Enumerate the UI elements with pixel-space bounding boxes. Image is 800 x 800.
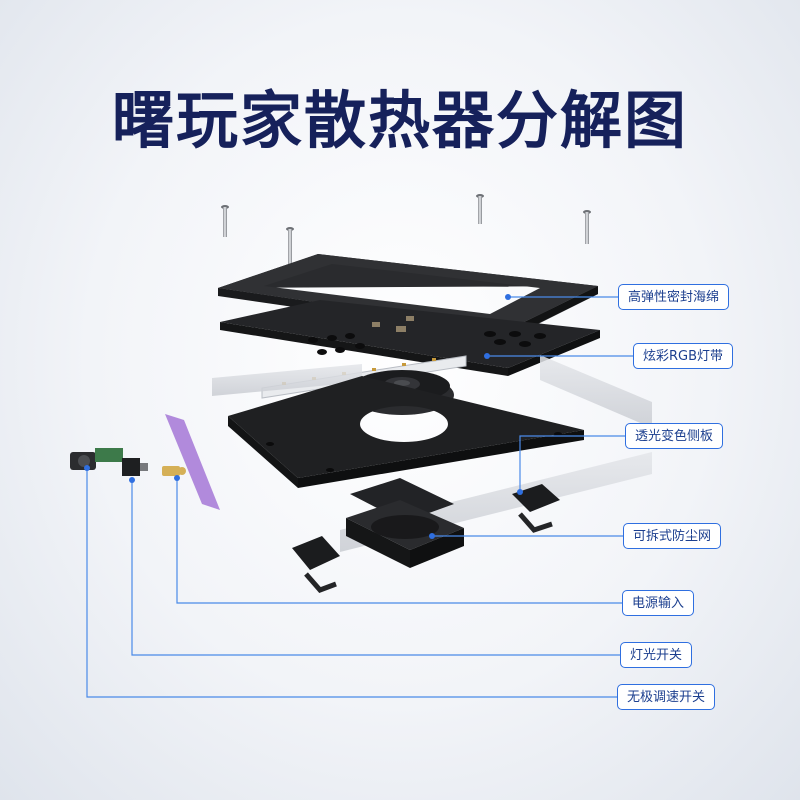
page-title: 曙玩家散热器分解图 xyxy=(111,84,688,157)
callout-speed-switch: 无极调速开关 xyxy=(617,684,716,710)
screw-icon xyxy=(221,205,229,237)
purple-side-panel xyxy=(165,414,220,510)
callout-side-panel: 透光变色侧板 xyxy=(625,423,724,449)
screws xyxy=(221,194,591,264)
leader-lines xyxy=(86,296,633,698)
screw-icon xyxy=(583,210,591,244)
corner-foot xyxy=(292,536,340,593)
base-plate xyxy=(228,376,584,488)
corner-foot xyxy=(512,484,560,533)
fan-frame xyxy=(346,500,464,568)
callout-rgb-strip: 炫彩RGB灯带 xyxy=(633,343,734,369)
acrylic-strip-left xyxy=(212,364,362,396)
acrylic-side-panel-back xyxy=(540,355,652,428)
callout-light-switch: 灯光开关 xyxy=(620,642,693,668)
callout-dust-filter: 可拆式防尘网 xyxy=(623,523,722,549)
leader-line-power xyxy=(176,478,622,604)
leader-line-speed xyxy=(86,468,617,698)
leader-dots xyxy=(84,294,523,539)
leader-line-light xyxy=(131,480,620,656)
power-jack-icon xyxy=(162,466,186,476)
callout-power-input: 电源输入 xyxy=(622,590,695,616)
leader-line-side xyxy=(519,435,625,492)
screw-icon xyxy=(286,227,294,264)
callout-sealing-gasket: 高弹性密封海绵 xyxy=(618,284,730,310)
light-switch-icon xyxy=(122,458,148,476)
screw-icon xyxy=(476,194,484,224)
dust-filter xyxy=(350,478,454,522)
speed-switch-icon xyxy=(70,448,123,470)
